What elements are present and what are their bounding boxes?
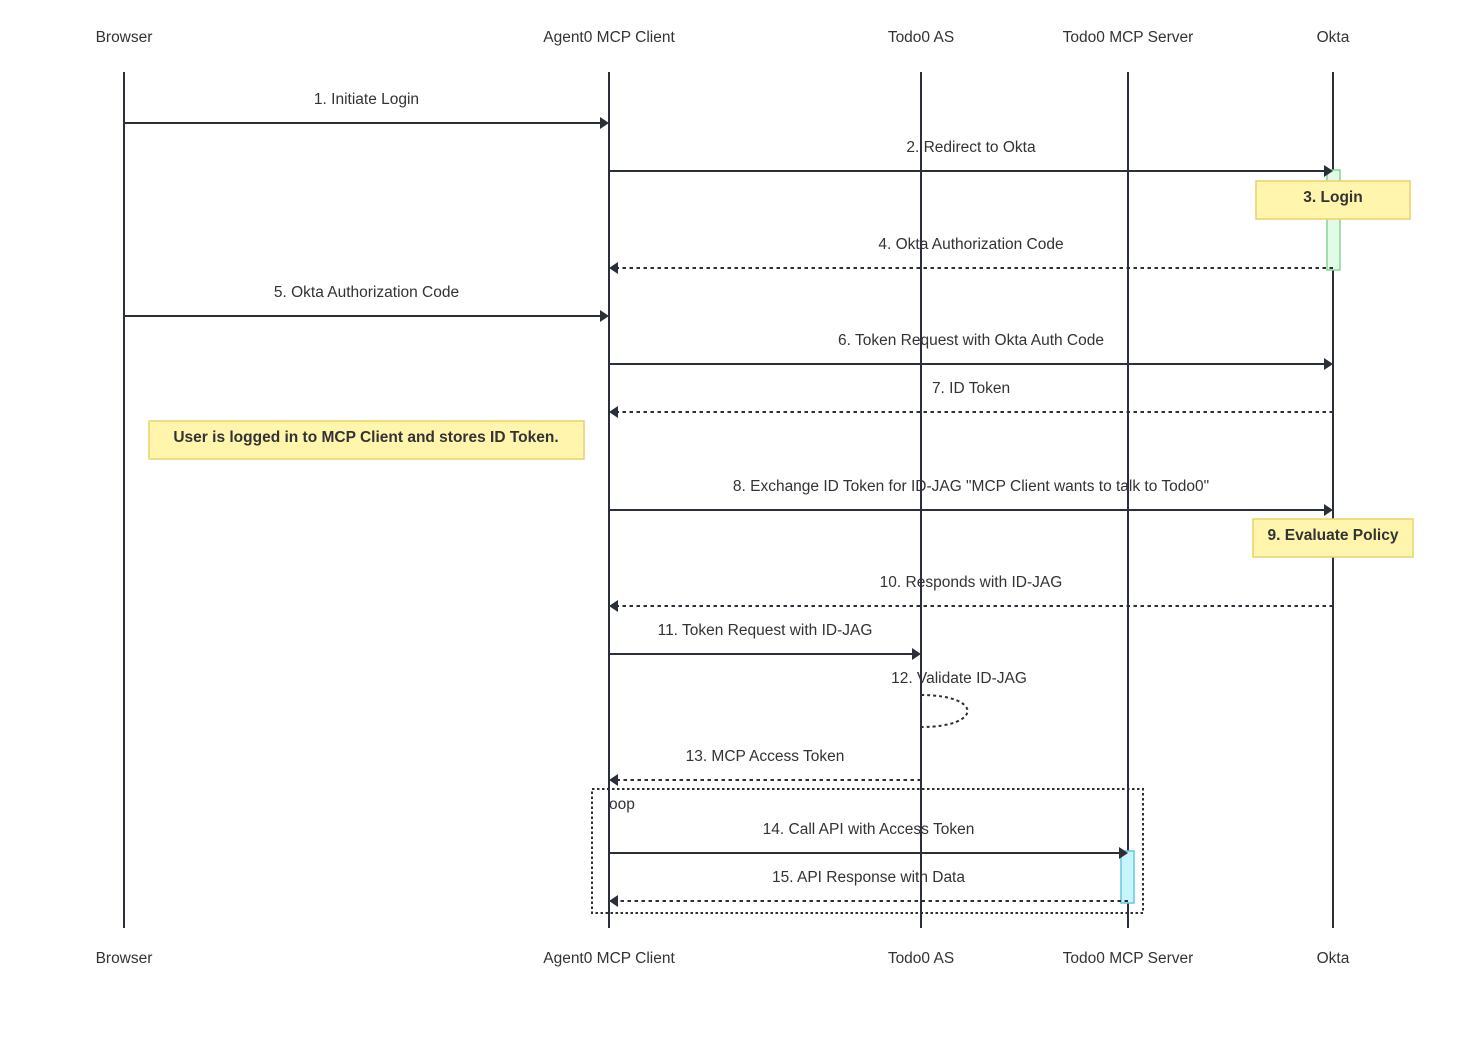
message-label-14: 14. Call API with Access Token [763, 821, 975, 838]
message-arrowhead-10 [609, 600, 618, 612]
message-label-13: 13. MCP Access Token [686, 748, 845, 765]
loop-fragment-label: oop [609, 796, 635, 813]
lifelines-layer [123, 72, 1334, 928]
message-8: 8. Exchange ID Token for ID-JAG "MCP Cli… [609, 478, 1333, 516]
message-11: 11. Token Request with ID-JAG [609, 622, 921, 660]
note-evaluate-policy-box [1252, 518, 1414, 558]
message-2: 2. Redirect to Okta [609, 139, 1333, 177]
participant-label-todo0mcp-bottom: Todo0 MCP Server [1063, 950, 1194, 967]
message-1: 1. Initiate Login [124, 91, 609, 129]
participant-label-todo0as-top: Todo0 AS [888, 29, 954, 46]
message-5: 5. Okta Authorization Code [124, 284, 609, 322]
fragments-layer: oop [591, 788, 1144, 914]
note-login-text: 3. Login [1303, 189, 1362, 206]
note-user-logged-in: User is logged in to MCP Client and stor… [148, 420, 585, 460]
message-arrowhead-2 [1324, 165, 1333, 177]
message-label-8: 8. Exchange ID Token for ID-JAG "MCP Cli… [733, 478, 1209, 495]
message-7: 7. ID Token [609, 380, 1333, 418]
message-label-4: 4. Okta Authorization Code [878, 236, 1063, 253]
message-arrowhead-13 [609, 774, 618, 786]
note-login: 3. Login [1255, 180, 1411, 220]
message-13: 13. MCP Access Token [609, 748, 921, 786]
message-10: 10. Responds with ID-JAG [609, 574, 1333, 612]
messages-layer: 1. Initiate Login 2. Redirect to Okta 4. O… [124, 91, 1333, 907]
message-6: 6. Token Request with Okta Auth Code [609, 332, 1333, 370]
self-message-arc-12 [920, 694, 969, 728]
message-arrowhead-4 [609, 262, 618, 274]
message-arrowhead-8 [1324, 504, 1333, 516]
message-label-12: 12. Validate ID-JAG [891, 670, 1027, 687]
message-14: 14. Call API with Access Token [609, 821, 1128, 859]
message-15: 15. API Response with Data [609, 869, 1128, 907]
message-label-15: 15. API Response with Data [772, 869, 965, 886]
message-4: 4. Okta Authorization Code [609, 236, 1333, 274]
message-arrowhead-1 [600, 117, 609, 129]
participant-label-browser-top: Browser [96, 29, 153, 46]
participant-label-todo0as-bottom: Todo0 AS [888, 950, 954, 967]
participant-label-agent0-bottom: Agent0 MCP Client [543, 950, 675, 967]
message-arrowhead-5 [600, 310, 609, 322]
participant-label-browser-bottom: Browser [96, 950, 153, 967]
participant-label-agent0-top: Agent0 MCP Client [543, 29, 675, 46]
note-user-logged-in-text: User is logged in to MCP Client and stor… [173, 429, 558, 446]
participant-label-okta-bottom: Okta [1317, 950, 1350, 967]
message-arrowhead-11 [912, 648, 921, 660]
message-label-7: 7. ID Token [932, 380, 1010, 397]
note-evaluate-policy: 9. Evaluate Policy [1252, 518, 1414, 558]
message-arrowhead-6 [1324, 358, 1333, 370]
note-evaluate-policy-text: 9. Evaluate Policy [1268, 527, 1399, 544]
message-label-2: 2. Redirect to Okta [906, 139, 1036, 156]
message-label-10: 10. Responds with ID-JAG [880, 574, 1063, 591]
message-label-5: 5. Okta Authorization Code [274, 284, 459, 301]
participant-label-todo0mcp-top: Todo0 MCP Server [1063, 29, 1194, 46]
loop-fragment [591, 788, 1144, 914]
message-arrowhead-14 [1119, 847, 1128, 859]
message-arrowhead-7 [609, 406, 618, 418]
message-label-11: 11. Token Request with ID-JAG [658, 622, 873, 639]
message-label-1: 1. Initiate Login [314, 91, 419, 108]
message-arrowhead-15 [609, 895, 618, 907]
participant-label-okta-top: Okta [1317, 29, 1350, 46]
activation-todo0mcp-api [1120, 850, 1135, 904]
note-login-box [1255, 180, 1411, 220]
note-user-logged-in-box [148, 420, 585, 460]
message-label-6: 6. Token Request with Okta Auth Code [838, 332, 1104, 349]
message-12: 12. Validate ID-JAG [891, 670, 1027, 728]
